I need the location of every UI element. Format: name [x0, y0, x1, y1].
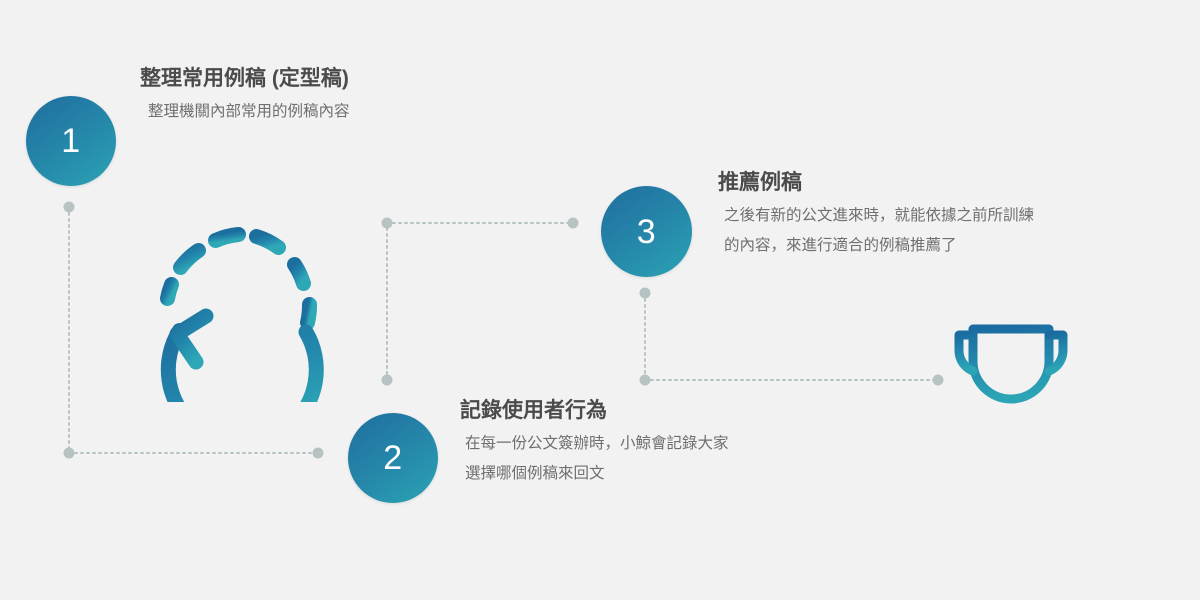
step-desc-1-line-1: 整理機關內部常用的例稿內容: [148, 103, 350, 121]
step-text-2: 記錄使用者行為 在每一份公文簽辦時，小鯨會記錄大家 選擇哪個例稿來回文: [460, 398, 729, 490]
step-title-3: 推薦例稿: [718, 171, 802, 194]
step-number-3: 3: [636, 212, 657, 251]
clock-dashed-refresh-icon: [146, 212, 336, 452]
connector-dot: [639, 374, 651, 386]
step-circle-3[interactable]: 3: [601, 186, 692, 277]
step-title-2: 記錄使用者行為: [460, 399, 607, 422]
step-desc-2-line-2: 選擇哪個例稿來回文: [465, 465, 605, 483]
connector-dot: [63, 201, 75, 213]
step-desc-3-line-1: 之後有新的公文進來時，就能依據之前所訓練: [724, 207, 1035, 225]
step-desc-2-line-1: 在每一份公文簽辦時，小鯨會記錄大家: [465, 435, 729, 453]
connector-dot: [312, 447, 324, 459]
step-circle-1[interactable]: 1: [26, 96, 116, 186]
connector-dot: [639, 287, 651, 299]
connector-dot: [381, 374, 393, 386]
step-number-2: 2: [383, 439, 403, 477]
connector-dot: [567, 217, 579, 229]
connector-dot: [932, 374, 944, 386]
step-title-1: 整理常用例稿 (定型稿): [140, 67, 349, 90]
step-circle-2[interactable]: 2: [348, 413, 438, 503]
connector-dot: [381, 217, 393, 229]
connector-dot: [63, 447, 75, 459]
step-text-3: 推薦例稿 之後有新的公文進來時，就能依據之前所訓練 的內容，來進行適合的例稿推薦…: [718, 170, 1034, 262]
trophy-icon: [950, 318, 1072, 446]
step-number-1: 1: [61, 122, 81, 160]
step-text-1: 整理常用例稿 (定型稿) 整理機關內部常用的例稿內容: [140, 66, 350, 127]
step-desc-3-line-2: 的內容，來進行適合的例稿推薦了: [724, 237, 957, 255]
